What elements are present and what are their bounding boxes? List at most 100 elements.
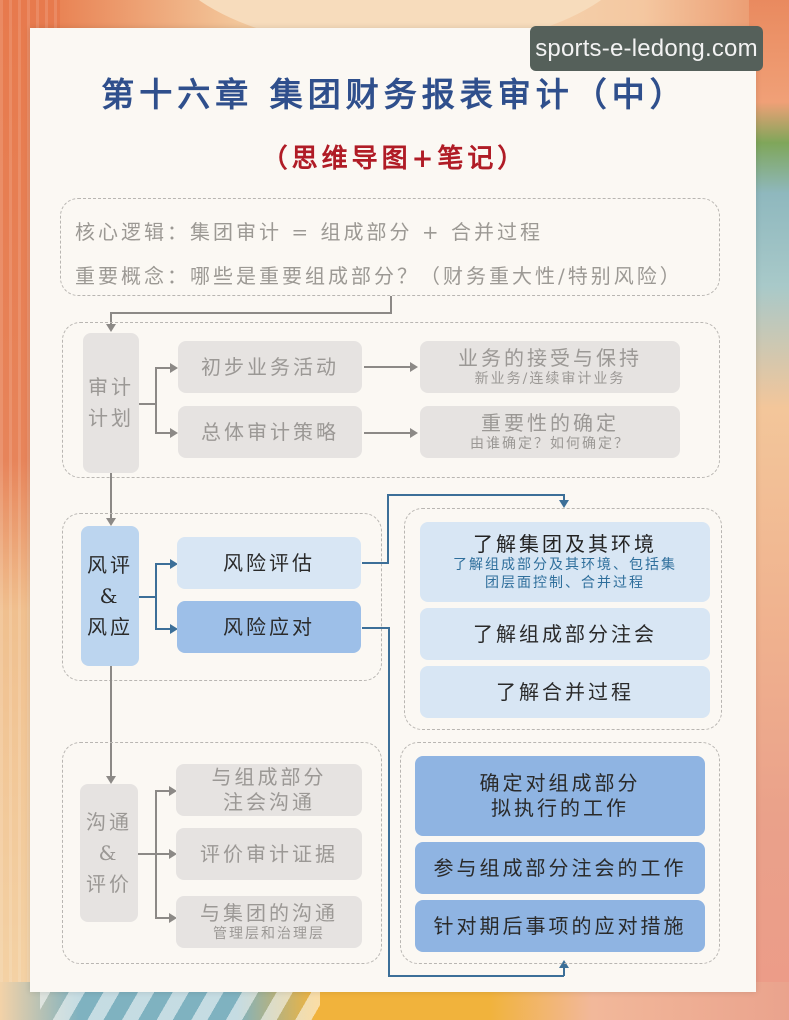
item-title: 了解集团及其环境 xyxy=(473,532,657,556)
target-title: 重要性的确定 xyxy=(481,410,619,435)
risk-root-node: 风评 & 风应 xyxy=(81,526,139,666)
connector-line xyxy=(155,367,157,433)
comm-branch-evaluate-evidence: 评价审计证据 xyxy=(176,828,362,880)
plan-root-line2: 计划 xyxy=(88,406,134,430)
connector-line xyxy=(138,853,170,855)
branch-label: 初步业务活动 xyxy=(201,354,339,379)
item-title: 了解组成部分注会 xyxy=(473,621,657,646)
connector-line xyxy=(155,563,171,565)
arrow-down-icon xyxy=(106,776,116,784)
response-group xyxy=(400,742,720,964)
target-note: 由谁确定？如何确定？ xyxy=(470,435,630,452)
item-line: 确定对组成部分 xyxy=(479,771,641,795)
arrow-down-icon xyxy=(106,518,116,526)
response-item-participate: 参与组成部分注会的工作 xyxy=(415,842,705,894)
target-title: 业务的接受与保持 xyxy=(458,345,642,370)
watermark-badge: sports-e-ledong.com xyxy=(530,26,763,71)
risk-root-line2: & xyxy=(99,583,121,608)
comm-root-line1: 沟通 xyxy=(86,809,132,834)
risk-section xyxy=(62,513,382,681)
branch-line: 注会沟通 xyxy=(223,790,315,814)
connector-line xyxy=(155,628,171,630)
branch-line: 评价审计证据 xyxy=(200,841,338,866)
arrow-down-icon xyxy=(106,324,116,332)
arrow-right-icon xyxy=(170,559,178,569)
item-note: 了解组成部分及其环境、包括集 xyxy=(453,557,677,573)
risk-root-line3: 风应 xyxy=(87,614,133,639)
connector-line xyxy=(155,432,171,434)
comm-section xyxy=(62,742,382,964)
connector-line xyxy=(110,312,392,314)
key-concept-text: 重要概念：哪些是重要组成部分？（财务重大性/特别风险） xyxy=(75,264,683,288)
plan-root-node: 审计 计划 xyxy=(83,333,139,473)
connector-line xyxy=(155,790,170,792)
connector-line xyxy=(362,562,388,564)
arrow-right-icon xyxy=(169,786,177,796)
connector-line xyxy=(362,627,390,629)
item-title: 了解合并过程 xyxy=(496,679,634,704)
arrow-right-icon xyxy=(170,363,178,373)
assessment-group xyxy=(404,508,722,730)
assessment-item-component-auditor: 了解组成部分注会 xyxy=(420,608,710,660)
plan-branch-preliminary: 初步业务活动 xyxy=(178,341,362,393)
intro-box xyxy=(60,198,720,296)
response-item-subsequent-events: 针对期后事项的应对措施 xyxy=(415,900,705,952)
connector-line xyxy=(387,494,564,496)
connector-line xyxy=(155,917,170,919)
connector-line xyxy=(155,790,157,918)
risk-branch-response: 风险应对 xyxy=(177,601,361,653)
arrow-right-icon xyxy=(410,428,418,438)
risk-root-line1: 风评 xyxy=(87,552,133,577)
assessment-item-group-env: 了解集团及其环境 了解组成部分及其环境、包括集 团层面控制、合并过程 xyxy=(420,522,710,602)
connector-line xyxy=(110,312,112,326)
connector-line xyxy=(387,494,389,564)
branch-line: 与组成部分 xyxy=(211,765,327,789)
comm-root-line3: 评价 xyxy=(86,871,132,896)
page-title: 第十六章 集团财务报表审计（中） xyxy=(101,75,688,114)
branch-note: 管理层和治理层 xyxy=(213,925,325,942)
risk-branch-assessment: 风险评估 xyxy=(177,537,361,589)
connector-line xyxy=(563,494,565,502)
connector-line xyxy=(110,666,112,778)
connector-line xyxy=(388,975,564,977)
response-item-determine-work: 确定对组成部分 拟执行的工作 xyxy=(415,756,705,836)
item-line: 针对期后事项的应对措施 xyxy=(433,913,687,938)
item-note: 团层面控制、合并过程 xyxy=(485,574,645,591)
connector-line xyxy=(139,596,155,598)
target-note: 新业务/连续审计业务 xyxy=(474,370,626,387)
connector-line xyxy=(364,366,410,368)
branch-label: 风险应对 xyxy=(223,614,315,639)
arrow-right-icon xyxy=(170,624,178,634)
connector-line xyxy=(155,563,157,629)
branch-line: 与集团的沟通 xyxy=(200,900,338,925)
connector-line xyxy=(364,432,410,434)
comm-root-line2: & xyxy=(98,840,120,865)
comm-root-node: 沟通 & 评价 xyxy=(80,784,138,922)
item-line: 拟执行的工作 xyxy=(491,796,629,820)
plan-target-acceptance: 业务的接受与保持 新业务/连续审计业务 xyxy=(420,341,680,393)
connector-line xyxy=(139,403,155,405)
arrow-down-icon xyxy=(559,500,569,508)
arrow-right-icon xyxy=(169,913,177,923)
item-line: 参与组成部分注会的工作 xyxy=(433,855,687,880)
arrow-right-icon xyxy=(169,849,177,859)
assessment-item-consolidation: 了解合并过程 xyxy=(420,666,710,718)
connector-line xyxy=(563,966,565,976)
arrow-up-icon xyxy=(559,960,569,968)
branch-label: 总体审计策略 xyxy=(201,419,339,444)
core-logic-text: 核心逻辑：集团审计 = 组成部分 + 合并过程 xyxy=(75,220,543,244)
connector-line xyxy=(155,367,171,369)
plan-root-line1: 审计 xyxy=(88,375,134,399)
plan-target-materiality: 重要性的确定 由谁确定？如何确定？ xyxy=(420,406,680,458)
plan-section xyxy=(62,322,720,478)
plan-branch-strategy: 总体审计策略 xyxy=(178,406,362,458)
connector-line xyxy=(110,473,112,521)
comm-branch-component-auditor: 与组成部分 注会沟通 xyxy=(176,764,362,816)
connector-line xyxy=(388,627,390,977)
arrow-right-icon xyxy=(170,428,178,438)
comm-branch-group-communication: 与集团的沟通 管理层和治理层 xyxy=(176,896,362,948)
page-subtitle: （思维导图+笔记） xyxy=(261,144,528,174)
arrow-right-icon xyxy=(410,362,418,372)
connector-line xyxy=(390,296,392,314)
branch-label: 风险评估 xyxy=(223,550,315,575)
